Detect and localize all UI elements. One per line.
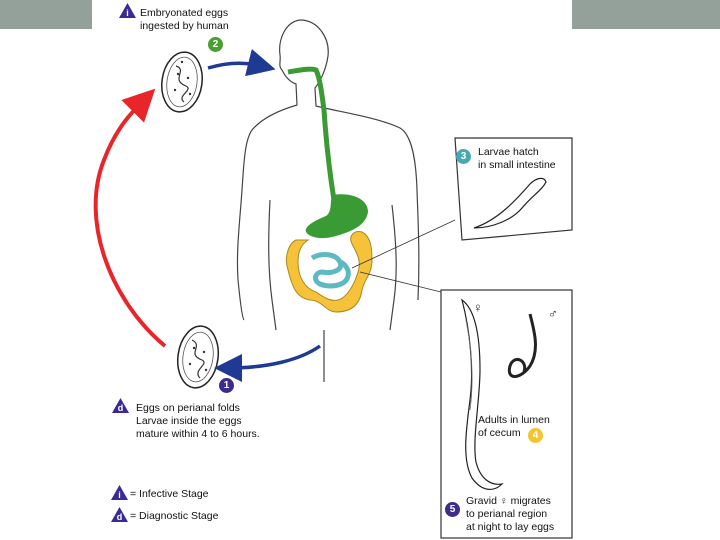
legend-infective-label: = Infective Stage [130,488,209,500]
legend-diagnostic-label: = Diagnostic Stage [130,510,219,522]
marker-text: i [126,8,129,18]
marker-text: 2 [212,39,219,50]
male-symbol: ♂ [548,306,558,321]
embryonated-egg-bottom [176,325,220,389]
marker-text: d [117,403,124,413]
marker-text: i [118,490,121,500]
red-cycle-arrow [93,88,167,348]
step-1-marker: 1 [219,378,234,393]
female-symbol: ♀ [473,300,483,315]
step-3-marker: 3 [456,149,471,164]
arrow-to-mouth [207,49,276,77]
marker-text: 1 [223,380,230,391]
caption-step-4: Adults in lumen of cecum [478,414,550,439]
female-worm [460,298,504,490]
caption-step-1: Eggs on perianal folds Larvae inside the… [136,402,260,440]
human-body-outline [236,19,420,382]
caption-step-2: Embryonated eggs ingested by human [140,7,229,32]
step-2-marker: 2 [208,37,223,52]
caption-step-3: Larvae hatch in small intestine [478,146,556,171]
marker-text: 5 [449,504,456,515]
stomach [305,194,368,239]
larvae-callout [351,137,573,269]
top-band-left [0,0,92,29]
small-intestine [310,252,351,289]
marker-text: 3 [460,151,467,162]
colon [285,231,373,313]
marker-text: d [116,512,123,522]
top-band-right [572,0,720,29]
step-4-marker: 4 [528,428,543,443]
adults-callout [359,271,573,539]
arrow-to-perianal [214,344,322,382]
embryonated-egg-top [161,51,203,113]
esophagus [287,66,337,201]
caption-step-5: Gravid ♀ migrates to perianal region at … [466,495,555,533]
male-worm [507,313,537,378]
step-5-marker: 5 [445,502,460,517]
marker-text: 4 [532,430,539,441]
